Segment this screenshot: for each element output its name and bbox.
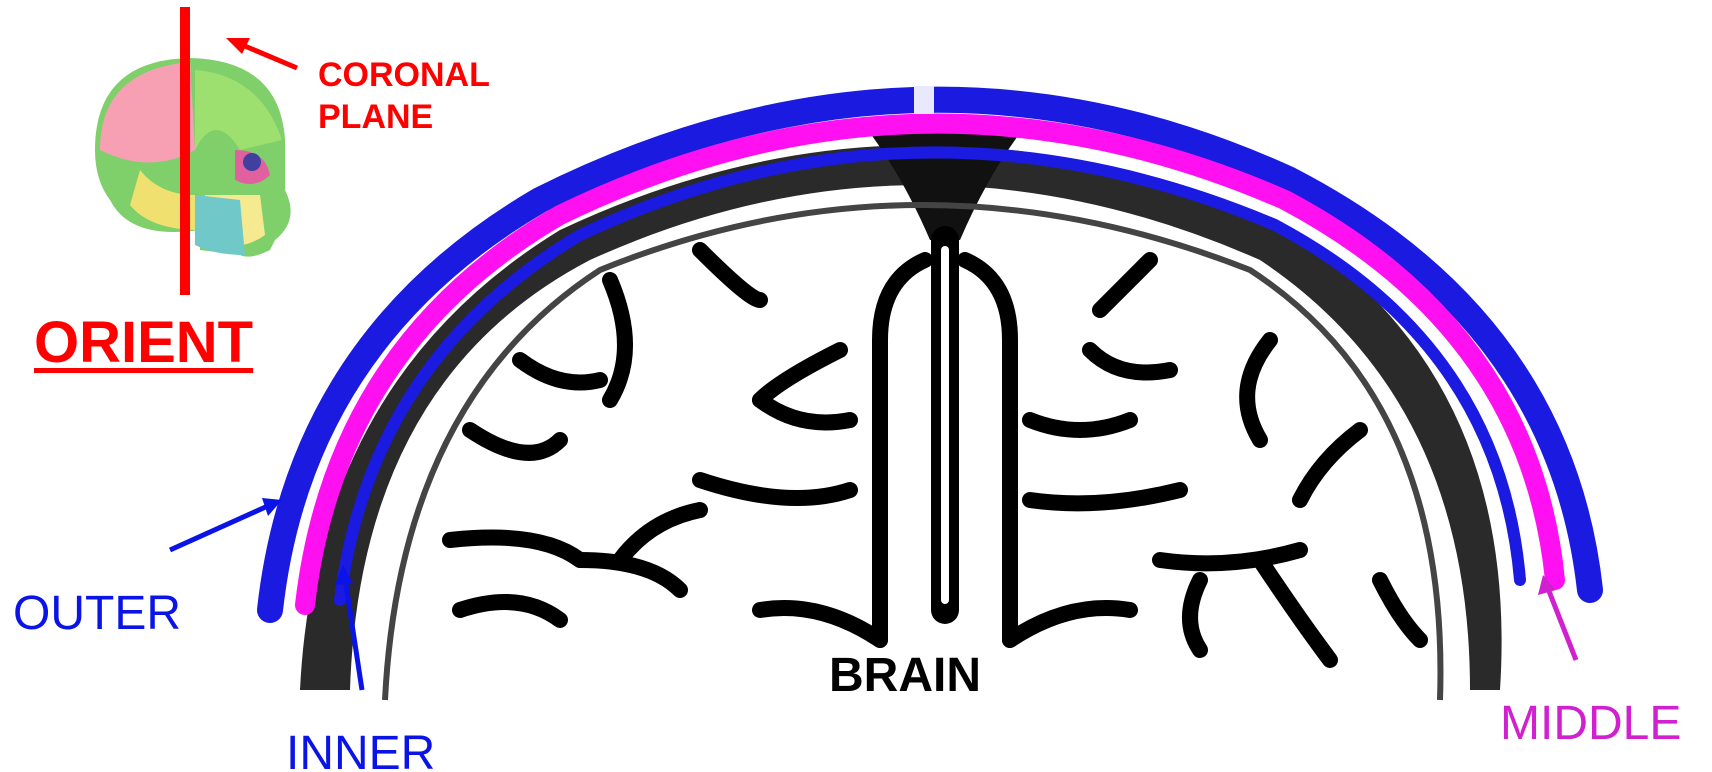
coronal-plane-label: CORONAL PLANE bbox=[318, 54, 490, 138]
coronal-label-line2: PLANE bbox=[318, 96, 490, 138]
coronal-label-line1: CORONAL bbox=[318, 54, 490, 96]
inner-label: INNER bbox=[286, 730, 435, 772]
left-hemisphere bbox=[450, 250, 925, 640]
middle-label: MIDDLE bbox=[1500, 700, 1681, 748]
skull-icon bbox=[95, 58, 291, 257]
outer-label: OUTER bbox=[13, 590, 181, 638]
brain-label: BRAIN bbox=[829, 652, 981, 700]
coronal-plane-line bbox=[180, 7, 190, 295]
orient-label: ORIENT bbox=[34, 314, 253, 372]
sagittal-suture bbox=[914, 86, 934, 114]
